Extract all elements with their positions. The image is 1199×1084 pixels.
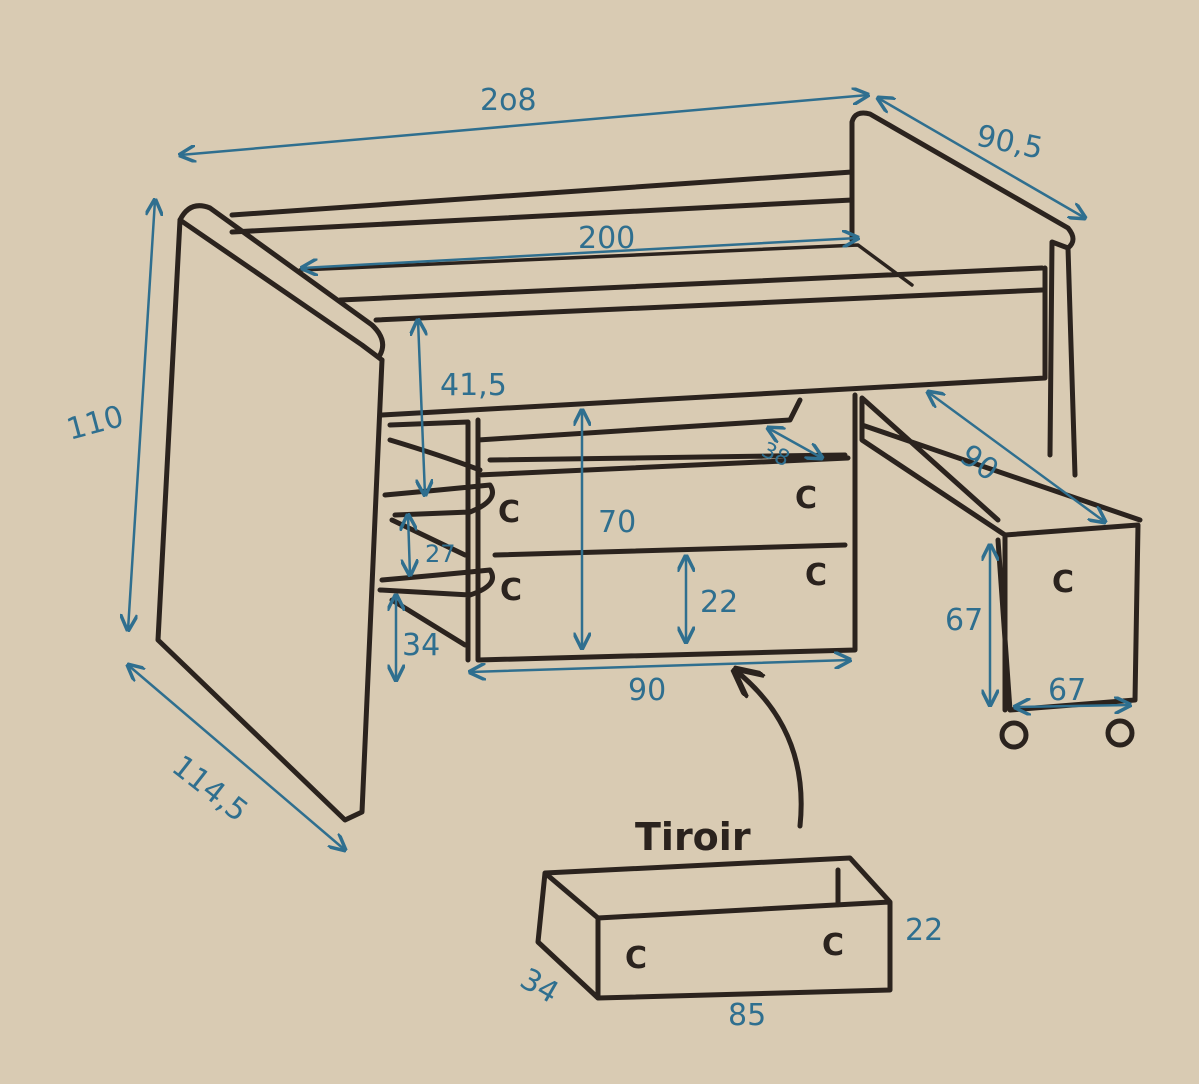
dim-pullout-length: 90 xyxy=(953,438,1004,489)
dim-drawer-height: 22 xyxy=(905,913,943,948)
dim-pullout-height: 67 xyxy=(945,603,983,638)
caster-left xyxy=(999,720,1029,750)
drawer-handle-1: C xyxy=(625,941,647,976)
dim-line-panel-depth xyxy=(128,665,345,850)
dim-line-rail-shelf xyxy=(418,320,425,495)
dim-drawer-front: 22 xyxy=(700,585,738,620)
dim-desk-height: 70 xyxy=(598,505,636,540)
dim-drawer-depth: 34 xyxy=(514,962,565,1011)
dim-line-inner-length xyxy=(302,238,858,268)
dim-line-bed-height xyxy=(128,200,155,630)
desk-drawer-handle-4: C xyxy=(805,558,827,593)
dim-line-pullout-width xyxy=(1015,705,1130,707)
desk-drawer-handle-2: C xyxy=(795,481,817,516)
dim-line-pullout-length xyxy=(928,392,1105,522)
left-end-panel-top xyxy=(177,217,385,363)
front-rail xyxy=(337,265,1048,418)
dim-line-bed-width xyxy=(878,98,1085,218)
drawer-handle-2: C xyxy=(822,928,844,963)
dim-line-overall-length xyxy=(180,95,868,155)
dim-desk-depth: 38 xyxy=(757,438,793,472)
dim-shelf-floor: 34 xyxy=(402,628,440,663)
desk-cabinet xyxy=(475,392,858,663)
dim-line-shelf-spacing xyxy=(408,515,410,575)
drawer-pointer-arrow xyxy=(735,670,804,829)
back-rail xyxy=(229,169,855,235)
dim-shelf-spacing: 27 xyxy=(425,540,456,568)
dim-line-desk-width xyxy=(470,660,850,672)
dim-drawer-width: 85 xyxy=(728,998,766,1033)
drawer-box xyxy=(535,855,893,1001)
desk-drawer-handle-3: C xyxy=(500,573,522,608)
pullout-handle: C xyxy=(1052,565,1074,600)
dim-overall-length: 2o8 xyxy=(480,83,537,118)
desk-drawer-handle-1: C xyxy=(498,495,520,530)
dim-inner-length: 200 xyxy=(578,221,635,256)
drawer-title: Tiroir xyxy=(635,815,751,859)
dim-desk-width: 90 xyxy=(628,673,666,708)
dim-pullout-width: 67 xyxy=(1048,673,1086,708)
dim-line-desk-depth xyxy=(768,428,822,458)
caster-right xyxy=(1105,718,1135,748)
dim-bed-height: 110 xyxy=(63,399,127,448)
shelf-unit xyxy=(377,419,495,663)
dim-rail-shelf: 41,5 xyxy=(440,368,507,403)
